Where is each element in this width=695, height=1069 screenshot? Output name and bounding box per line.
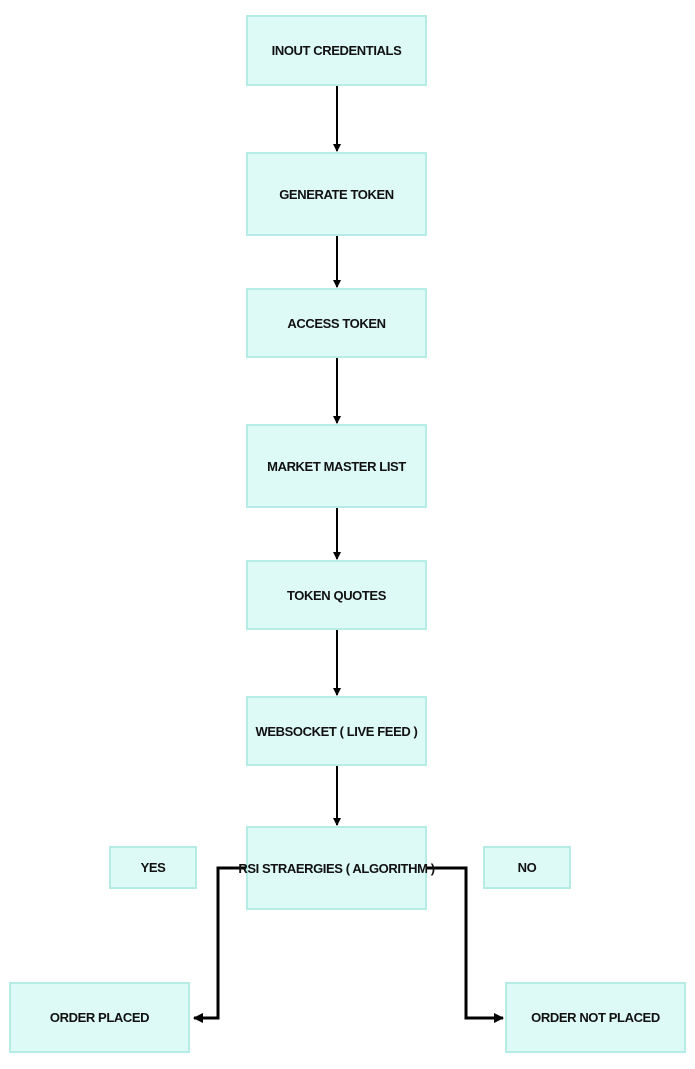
node-token-quotes: TOKEN QUOTES [246,560,427,630]
node-market-master-list: MARKET MASTER LIST [246,424,427,508]
node-access-token: ACCESS TOKEN [246,288,427,358]
node-order-not-placed: ORDER NOT PLACED [505,982,686,1053]
arrow-rsi-to-order-placed [193,866,246,1023]
arrow-rsi-to-order-not-placed [427,866,504,1023]
node-websocket-live-feed: WEBSOCKET ( LIVE FEED ) [246,696,427,766]
node-input-credentials: INOUT CREDENTIALS [246,15,427,86]
node-generate-token: GENERATE TOKEN [246,152,427,236]
branch-label-no: NO [483,846,571,889]
node-order-placed: ORDER PLACED [9,982,190,1053]
node-rsi-strategies: RSI STRAERGIES ( ALGORITHM ) [238,826,435,910]
branch-label-yes: YES [109,846,197,889]
